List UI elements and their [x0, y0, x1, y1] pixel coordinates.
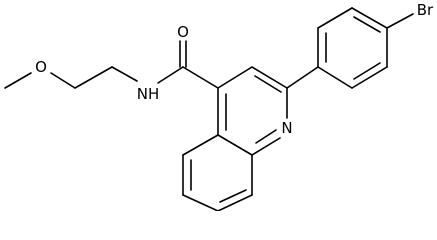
- bromophenyl-ring: [286, 7, 414, 89]
- bond-o-ch2: [50, 72, 76, 89]
- atom-label-methoxy-oxygen: O: [35, 58, 47, 76]
- quinoline-ring: [182, 66, 288, 211]
- atom-label-carbonyl-oxygen: O: [177, 23, 189, 41]
- bond-n1-c8a-inner: [255, 129, 277, 144]
- atom-label-quinoline-nitrogen: N: [281, 119, 292, 137]
- amide-group: [157, 40, 219, 89]
- bond-ph4-br: [386, 13, 414, 29]
- bond-c3-c2: [251, 66, 288, 89]
- atom-label-amide-nh: NH: [137, 85, 160, 103]
- bond-ph2-ph3: [317, 7, 353, 29]
- chemical-structure-diagram: O O NH N Br: [4, 1, 434, 211]
- bond-ch2-ch2: [74, 66, 113, 89]
- bond-methyl-o: [4, 72, 32, 89]
- bond-c4-c3: [217, 66, 253, 89]
- bond-carbonyl-c-ring: [182, 66, 219, 89]
- bond-n-carbonyl-c: [157, 66, 184, 84]
- bond-c7-c8-inner: [219, 189, 247, 203]
- bond-ph6-ph1: [317, 66, 353, 89]
- methoxyethyl-chain: [4, 66, 138, 89]
- bond-ph5-ph6-inner: [353, 62, 381, 80]
- bond-c7-c8: [217, 194, 253, 211]
- bond-c6-c7: [182, 194, 219, 211]
- bond-c2-phenyl: [286, 66, 319, 89]
- bond-ph3-ph4-inner: [353, 16, 381, 33]
- bond-ch2-n: [111, 66, 138, 82]
- bond-n1-c8a: [251, 137, 281, 156]
- bond-ph5-ph6: [351, 66, 388, 89]
- atom-label-bromine: Br: [417, 1, 434, 19]
- bond-c3-c2-inner: [254, 75, 282, 93]
- bond-c4a-c5: [182, 134, 219, 156]
- bond-c8a-c4a: [217, 134, 253, 156]
- bond-ph3-ph4: [351, 7, 388, 29]
